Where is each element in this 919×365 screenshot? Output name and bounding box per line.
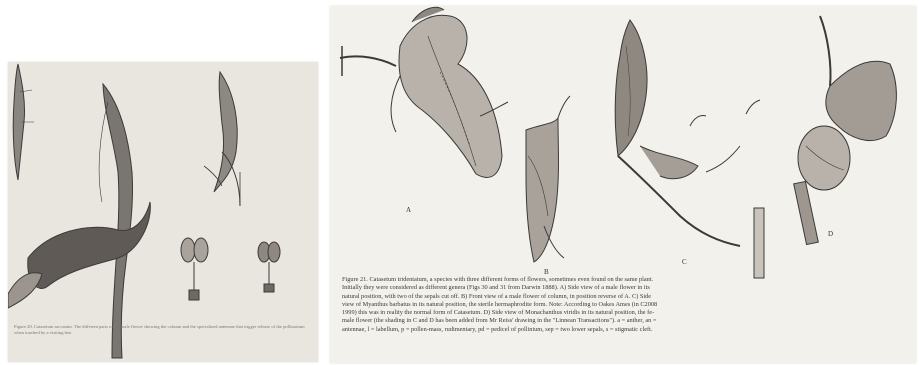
- column-side-drawing: [214, 72, 237, 192]
- caption-line: view of Myanthus barbatus in its natural…: [342, 301, 902, 309]
- figure-a-drawing: [340, 7, 508, 177]
- caption-line: Figure 21. Catasetum tridentatum, a spec…: [342, 276, 902, 284]
- flower-side-drawing: [103, 84, 133, 358]
- figure-d-drawing: [794, 16, 897, 245]
- caption-line: natural position, with two of the sepals…: [342, 293, 902, 301]
- figure-c-drawing: [615, 20, 764, 278]
- figure-label-a: A: [406, 206, 411, 214]
- figure-label-c: C: [682, 258, 687, 266]
- figure-label-b: B: [544, 268, 549, 276]
- labellum-drawing: [28, 202, 151, 288]
- left-figure-drawings: [8, 62, 318, 362]
- figure-b-drawing: [526, 96, 570, 262]
- figure-caption: Figure 21. Catasetum tridentatum, a spec…: [342, 276, 902, 334]
- left-figure-caption: Figure 20. Catasetum saccatum. The diffe…: [14, 324, 310, 336]
- figure-label-d: D: [828, 230, 833, 238]
- right-book-page: A B C D Figure 21. Catasetum tridentatum…: [330, 6, 916, 363]
- caption-line: 1999) this was in reality the normal for…: [342, 309, 902, 317]
- caption-line: Initially they were considered as differ…: [342, 284, 902, 292]
- pollinarium-detail-drawing: [258, 242, 280, 292]
- pollinarium-drawing: [181, 238, 208, 300]
- caption-line: male flower (the shading in C and D has …: [342, 317, 902, 325]
- left-book-page: Figure 20. Catasetum saccatum. The diffe…: [8, 62, 318, 362]
- caption-line: antennae, l = labellum, p = pollen-mass,…: [342, 326, 902, 334]
